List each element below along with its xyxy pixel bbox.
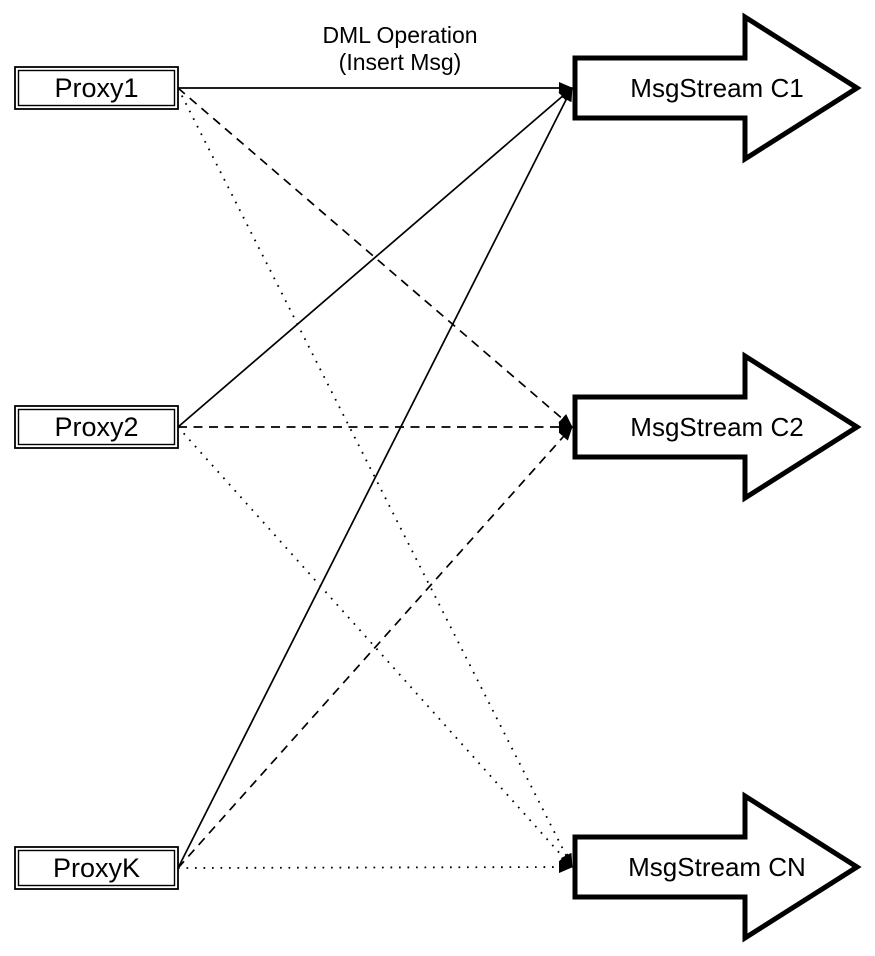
- proxy1-box-inner-frame: [17, 69, 176, 107]
- msgstream-cn-node: MsgStream CN: [572, 791, 862, 943]
- msgstream-c2-node: MsgStream C2: [572, 351, 862, 503]
- edge-proxyk-to-cn: [177, 861, 573, 874]
- msgstream-c2-label: MsgStream C2: [630, 412, 803, 442]
- diagram-title-line1: DML Operation: [322, 22, 477, 48]
- proxyk-label: ProxyK: [53, 853, 140, 883]
- proxy2-box: [14, 405, 179, 449]
- msgstream-c1-label: MsgStream C1: [630, 73, 803, 103]
- proxy2-node: Proxy2: [14, 405, 179, 449]
- proxy2-label: Proxy2: [54, 412, 138, 442]
- msgstream-cn-label: MsgStream CN: [628, 852, 806, 882]
- msgstream-c2-arrow-shape: [572, 351, 862, 503]
- proxyk-box-inner-frame: [17, 849, 176, 887]
- edge-proxy1-to-cn: [177, 87, 573, 868]
- diagram-title-line2: (Insert Msg): [339, 49, 462, 75]
- msgstream-cn-arrow-shape: [572, 791, 862, 943]
- proxy1-node: Proxy1: [14, 66, 179, 110]
- proxyk-box: [14, 846, 179, 890]
- edge-proxyk-to-c2: [177, 426, 573, 869]
- proxy1-box: [14, 66, 179, 110]
- proxy2-box-inner-frame: [17, 408, 176, 446]
- edge-proxy2-to-c1: [177, 87, 573, 428]
- proxy1-label: Proxy1: [54, 73, 138, 103]
- edge-layer: [177, 82, 573, 874]
- proxyk-node: ProxyK: [14, 846, 179, 890]
- msgstream-c1-node: MsgStream C1: [572, 12, 862, 164]
- msgstream-c1-arrow-shape: [572, 12, 862, 164]
- edge-proxyk-to-c1: [177, 87, 573, 869]
